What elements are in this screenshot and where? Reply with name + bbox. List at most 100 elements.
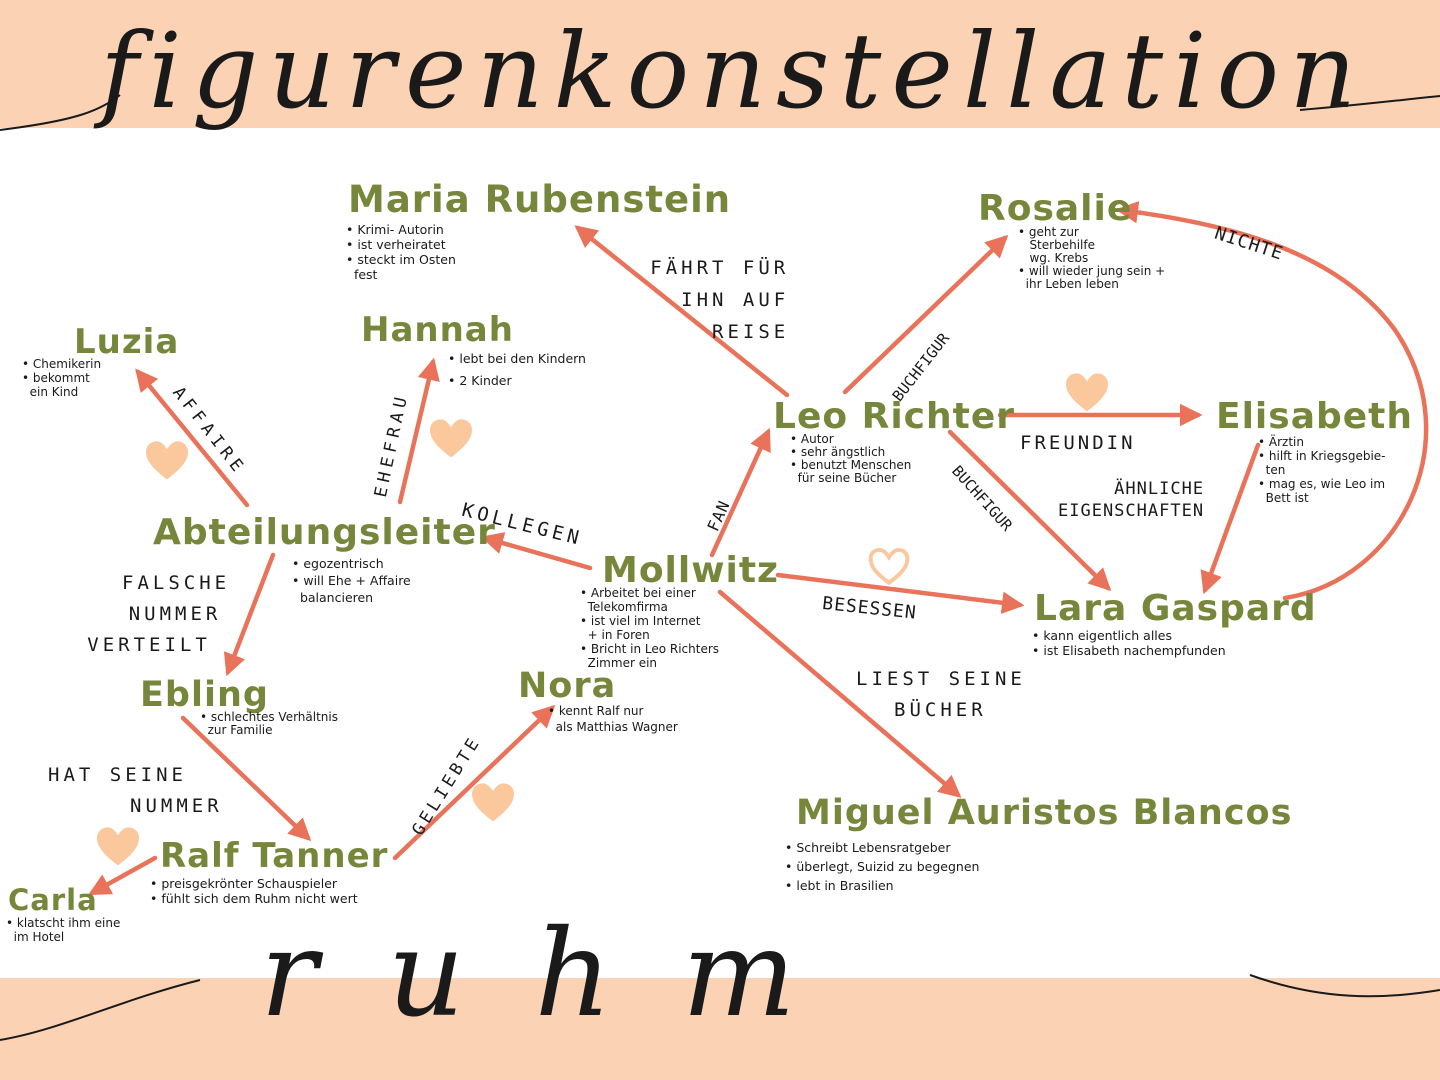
note-line: • lebt in Brasilien xyxy=(785,878,894,893)
node-ebling: Ebling xyxy=(140,675,269,715)
arrow-mollwitz-abteilungsleiter xyxy=(480,532,593,571)
note-line: • will Ehe + Affaire xyxy=(292,573,411,588)
node-lara-gaspard: Lara Gaspard xyxy=(1034,588,1317,629)
note-line: • mag es, wie Leo im xyxy=(1258,477,1386,491)
heart-icon xyxy=(472,783,514,822)
label-line: VERTEILT xyxy=(87,634,211,656)
note-line: • steckt im Osten xyxy=(346,252,456,267)
arrow-leo-maria xyxy=(574,225,790,398)
note-line: fest xyxy=(346,267,378,282)
note-line: zur Familie xyxy=(200,723,273,737)
note-line: • bekommt xyxy=(22,371,90,385)
note-line: ein Kind xyxy=(22,385,79,399)
heart-icon xyxy=(97,827,139,866)
node-hannah: Hannah xyxy=(361,310,514,350)
note-line: + in Foren xyxy=(580,628,650,642)
label-line: FÄHRT FÜR xyxy=(650,257,790,279)
note-line: • hilft in Kriegsgebie- xyxy=(1258,449,1386,463)
label-line: EIGENSCHAFTEN xyxy=(1058,501,1205,521)
note-line: • geht zur xyxy=(1018,225,1079,239)
label-line: NUMMER xyxy=(130,795,223,817)
heart-icon xyxy=(1066,373,1108,412)
notes-rosalie: • geht zur Sterbehilfe wg. Krebs • will … xyxy=(1018,226,1165,291)
arrow-mollwitz-miguel xyxy=(717,589,962,798)
label-line: FALSCHE xyxy=(122,572,231,594)
node-rosalie: Rosalie xyxy=(978,188,1133,229)
node-nora: Nora xyxy=(518,666,617,706)
note-line: Sterbehilfe xyxy=(1018,238,1095,252)
node-leo-richter: Leo Richter xyxy=(773,396,1016,437)
notes-maria: • Krimi- Autorin • ist verheiratet • ste… xyxy=(346,222,456,282)
note-line: im Hotel xyxy=(6,930,65,944)
label-aehnliche-eigenschaften: ÄHNLICHE EIGENSCHAFTEN xyxy=(1058,478,1204,522)
footer-word: ruhm xyxy=(260,905,866,1044)
top-band xyxy=(0,0,1440,128)
label-line: IHN AUF xyxy=(681,289,790,311)
note-line: wg. Krebs xyxy=(1018,251,1089,265)
note-line: • überlegt, Suizid zu begegnen xyxy=(785,859,980,874)
label-hat-seine-nummer: HAT SEINE NUMMER xyxy=(48,760,223,822)
node-ralf-tanner: Ralf Tanner xyxy=(160,836,389,876)
arrow-abteilungsleiter-luzia xyxy=(135,368,250,508)
label-line: ÄHNLICHE xyxy=(1114,479,1205,499)
arrow-ralf-nora xyxy=(392,704,556,861)
arrow-mollwitz-lara xyxy=(775,572,1025,614)
note-line: • Schreibt Lebensratgeber xyxy=(785,840,951,855)
note-line: • ist Elisabeth nachempfunden xyxy=(1032,643,1226,658)
page-title: figurenkonstellation xyxy=(100,10,1367,132)
node-miguel-auristos-blancos: Miguel Auristos Blancos xyxy=(796,793,1293,833)
notes-hannah: • lebt bei den Kindern • 2 Kinder xyxy=(448,348,586,392)
notes-lara: • kann eigentlich alles • ist Elisabeth … xyxy=(1032,628,1226,658)
note-line: • will wieder jung sein + xyxy=(1018,264,1166,278)
note-line: • sehr ängstlich xyxy=(790,445,886,459)
label-liest-seine-buecher: LIEST SEINE BÜCHER xyxy=(856,664,1026,726)
note-line: • ist viel im Internet xyxy=(580,614,701,628)
note-line: • 2 Kinder xyxy=(448,373,512,388)
note-line: • Chemikerin xyxy=(22,357,102,371)
heart-icon xyxy=(146,441,188,480)
notes-miguel: • Schreibt Lebensratgeber • überlegt, Su… xyxy=(785,838,979,895)
note-line: • benutzt Menschen xyxy=(790,458,912,472)
note-line: • lebt bei den Kindern xyxy=(448,351,586,366)
arrow-leo-lara xyxy=(947,429,1112,592)
notes-carla: • klatscht ihm eine im Hotel xyxy=(6,916,120,944)
notes-elisabeth: • Ärztin • hilft in Kriegsgebie- ten • m… xyxy=(1258,435,1386,505)
label-line: NUMMER xyxy=(128,603,222,625)
heart-outline-icon xyxy=(868,547,910,586)
label-line: BÜCHER xyxy=(894,699,987,721)
label-freundin: FREUNDIN xyxy=(1020,432,1136,454)
note-line: Zimmer ein xyxy=(580,656,658,670)
note-line: • fühlt sich dem Ruhm nicht wert xyxy=(150,891,358,906)
note-line: • kennt Ralf nur xyxy=(548,704,644,718)
note-line: • egozentrisch xyxy=(292,556,384,571)
label-line: REISE xyxy=(712,321,790,343)
note-line: • schlechtes Verhältnis xyxy=(200,710,338,724)
arrow-ralf-carla xyxy=(88,855,158,896)
arrow-elisabeth-lara xyxy=(1200,442,1261,595)
node-abteilungsleiter: Abteilungsleiter xyxy=(153,512,496,553)
title-flourish xyxy=(0,94,1440,1041)
note-line: • Autor xyxy=(790,432,834,446)
note-line: • Krimi- Autorin xyxy=(346,222,444,237)
notes-abteilungsleiter: • egozentrisch • will Ehe + Affaire bala… xyxy=(292,555,411,606)
note-line: ten xyxy=(1258,463,1286,477)
arrow-abteilungsleiter-hannah xyxy=(397,357,440,505)
note-line: Bett ist xyxy=(1258,491,1309,505)
note-line: • kann eigentlich alles xyxy=(1032,628,1172,643)
notes-luzia: • Chemikerin • bekommt ein Kind xyxy=(22,357,101,399)
note-line: • klatscht ihm eine xyxy=(6,916,121,930)
node-mollwitz: Mollwitz xyxy=(602,550,779,591)
arrow-ebling-ralf xyxy=(180,715,312,842)
note-line: für seine Bücher xyxy=(790,471,897,485)
node-maria-rubenstein: Maria Rubenstein xyxy=(348,178,732,221)
node-luzia: Luzia xyxy=(74,322,180,362)
note-line: als Matthias Wagner xyxy=(548,720,678,734)
heart-icon xyxy=(430,419,472,458)
note-line: • Arbeitet bei einer xyxy=(580,586,696,600)
arrow-abteilungsleiter-ebling xyxy=(223,552,276,677)
notes-nora: • kennt Ralf nur als Matthias Wagner xyxy=(548,703,678,735)
note-line: ihr Leben leben xyxy=(1018,277,1119,291)
label-line: HAT SEINE xyxy=(48,764,187,786)
